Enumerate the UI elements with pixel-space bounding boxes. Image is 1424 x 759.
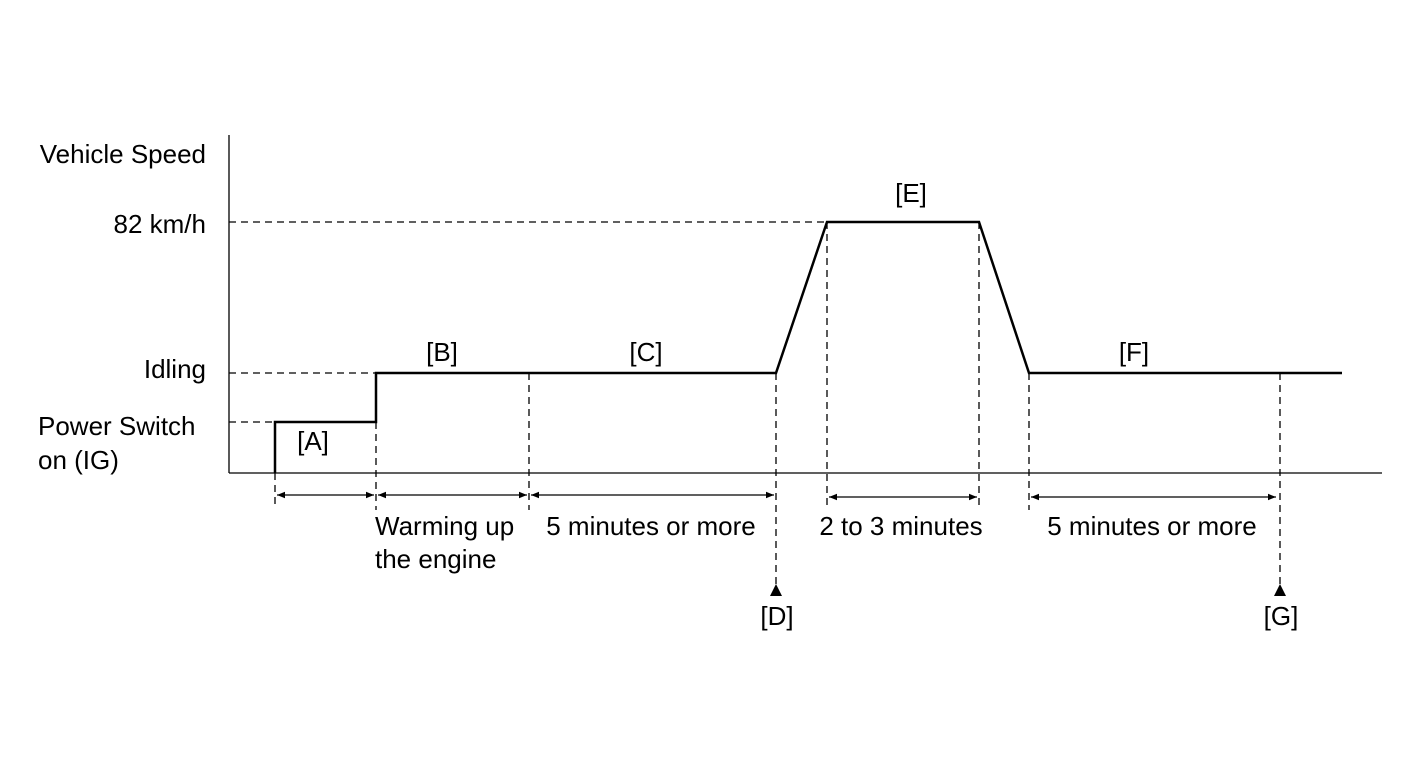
point-g-label: [G] bbox=[1264, 601, 1299, 631]
duration-b-label-line2: the engine bbox=[375, 544, 496, 574]
segment-f-label: [F] bbox=[1119, 337, 1149, 367]
speed-profile-line bbox=[273, 220, 1342, 473]
speed-level-label: 82 km/h bbox=[114, 209, 207, 239]
marker-g-triangle bbox=[1274, 584, 1286, 596]
idling-level-label: Idling bbox=[144, 354, 206, 384]
segment-c-label: [C] bbox=[629, 337, 662, 367]
duration-f-label: 5 minutes or more bbox=[1047, 511, 1257, 541]
duration-b-label-line1: Warming up bbox=[375, 511, 514, 541]
segment-b-label: [B] bbox=[426, 337, 458, 367]
marker-d-triangle bbox=[770, 584, 782, 596]
power-switch-label-line2: on (IG) bbox=[38, 445, 119, 475]
segment-a-label: [A] bbox=[297, 426, 329, 456]
point-d-label: [D] bbox=[760, 601, 793, 631]
segment-e-label: [E] bbox=[895, 178, 927, 208]
duration-e-label: 2 to 3 minutes bbox=[819, 511, 982, 541]
y-axis-title: Vehicle Speed bbox=[40, 139, 206, 169]
duration-c-label: 5 minutes or more bbox=[546, 511, 756, 541]
power-switch-label-line1: Power Switch bbox=[38, 411, 196, 441]
